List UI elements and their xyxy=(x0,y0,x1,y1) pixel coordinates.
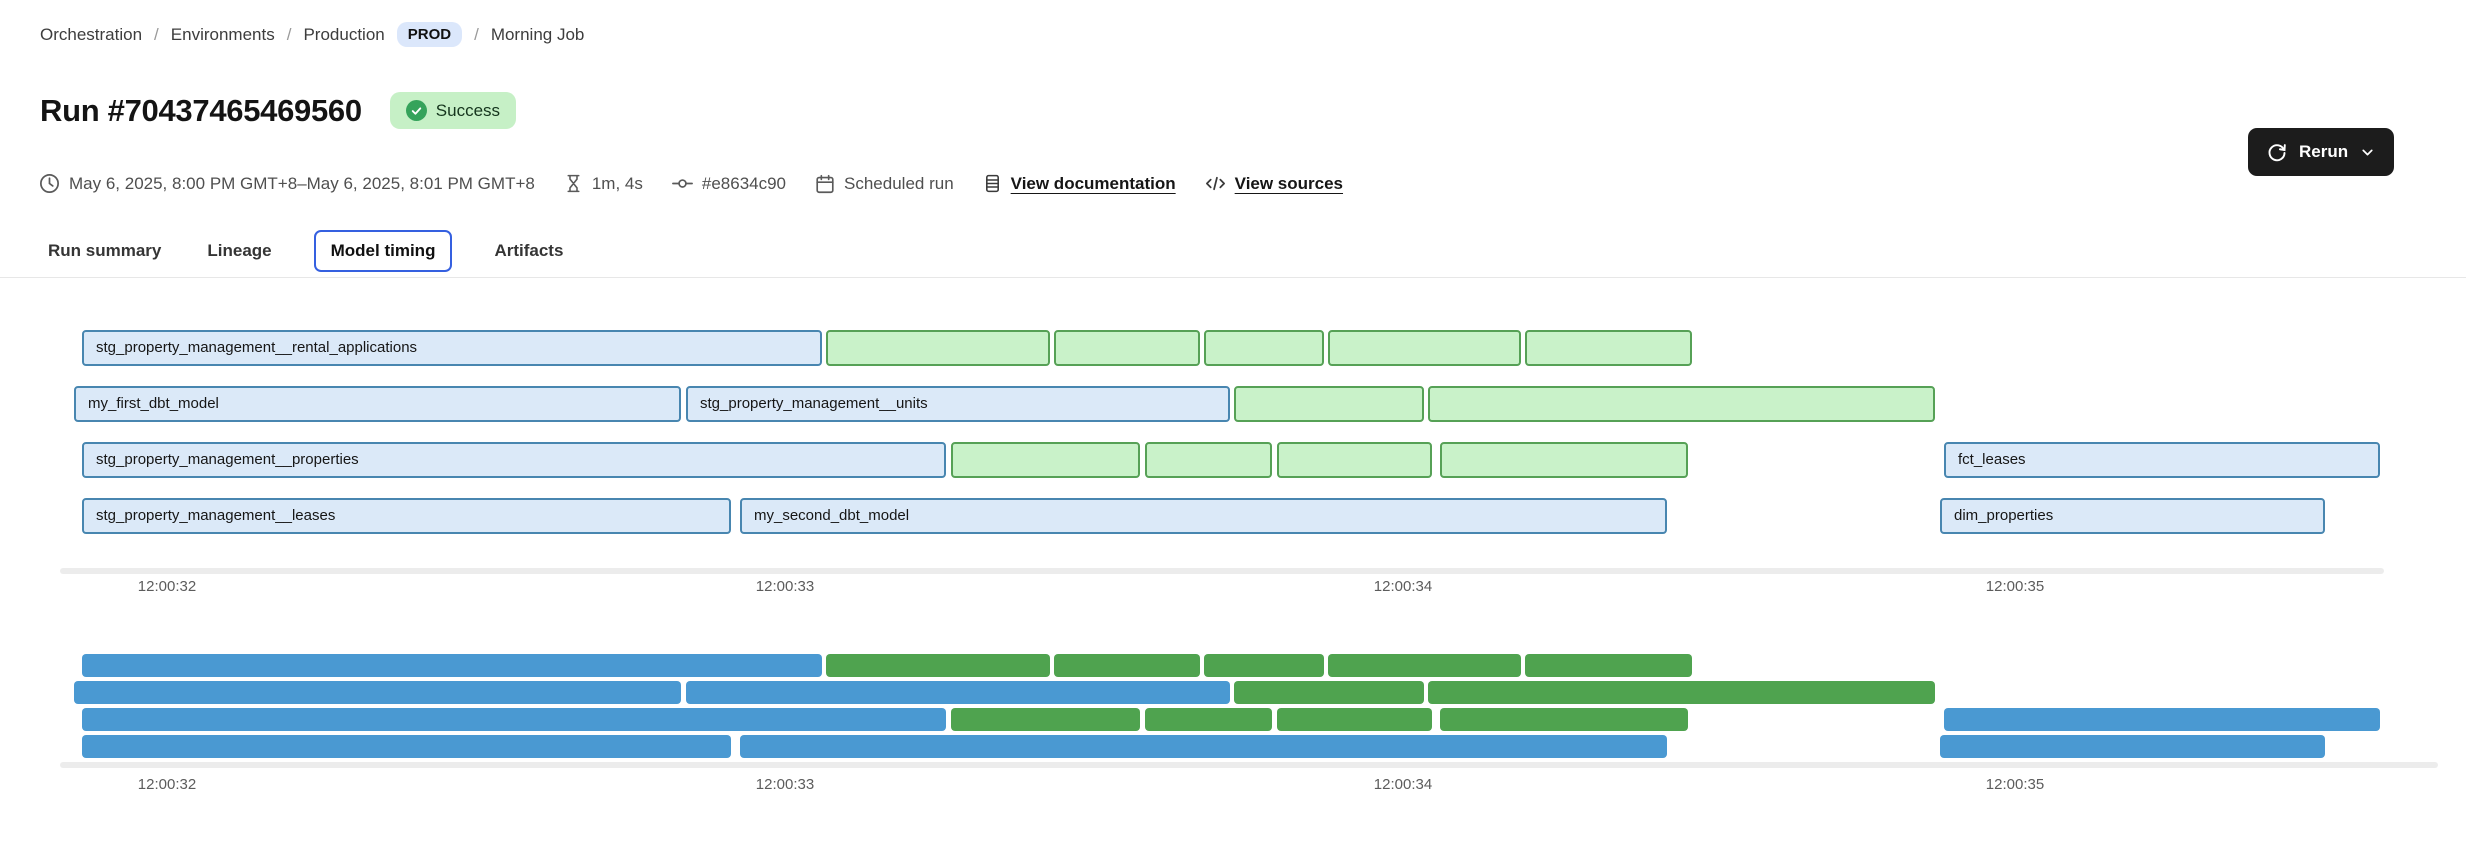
minimap-bar xyxy=(1940,735,2325,758)
minimap-bar xyxy=(1277,708,1432,731)
minimap-bar xyxy=(1525,654,1692,677)
task-bar[interactable] xyxy=(1428,386,1935,422)
breadcrumb-morning-job[interactable]: Morning Job xyxy=(490,24,585,44)
model-bar[interactable]: my_second_dbt_model xyxy=(740,498,1667,534)
trigger-text: Scheduled run xyxy=(844,173,954,193)
minimap-bar xyxy=(1145,708,1272,731)
model-bar[interactable]: fct_leases xyxy=(1944,442,2380,478)
task-bar[interactable] xyxy=(1145,442,1272,478)
model-bar[interactable]: stg_property_management__properties xyxy=(82,442,946,478)
breadcrumb-orchestration[interactable]: Orchestration xyxy=(40,24,143,44)
breadcrumb-separator: / xyxy=(154,24,159,44)
minimap-bar xyxy=(826,654,1050,677)
tab-run-summary[interactable]: Run summary xyxy=(48,241,162,260)
axis-tick-label: 12:00:34 xyxy=(1373,776,1433,793)
axis-tick-label: 12:00:35 xyxy=(1985,776,2045,793)
commit-hash: #e8634c90 xyxy=(701,173,787,193)
minimap-bar xyxy=(1204,654,1324,677)
breadcrumb-environments[interactable]: Environments xyxy=(170,24,275,44)
calendar-icon xyxy=(816,174,834,193)
duration-text: 1m, 4s xyxy=(591,173,643,193)
rerun-button[interactable]: Rerun xyxy=(2248,128,2395,176)
axis-tick-label: 12:00:32 xyxy=(137,776,197,793)
run-meta-row: May 6, 2025, 8:00 PM GMT+8–May 6, 2025, … xyxy=(38,172,1343,195)
view-sources-link[interactable]: View sources xyxy=(1234,173,1344,193)
axis-tick-label: 12:00:35 xyxy=(1985,578,2045,595)
hourglass-icon xyxy=(567,174,580,193)
minimap-bar xyxy=(82,708,946,731)
documentation-meta: View documentation xyxy=(982,173,1176,194)
breadcrumb: Orchestration / Environments / Productio… xyxy=(40,22,584,47)
task-bar[interactable] xyxy=(1328,330,1521,366)
view-documentation-link[interactable]: View documentation xyxy=(1010,173,1176,193)
axis-tick-label: 12:00:33 xyxy=(755,776,815,793)
model-bar[interactable]: dim_properties xyxy=(1940,498,2325,534)
success-check-icon xyxy=(405,100,427,121)
schedule-meta: May 6, 2025, 8:00 PM GMT+8–May 6, 2025, … xyxy=(38,172,535,195)
minimap-bar xyxy=(1944,708,2380,731)
tab-model-timing[interactable]: Model timing xyxy=(313,230,453,272)
document-icon xyxy=(985,174,999,193)
code-icon xyxy=(1205,176,1225,191)
task-bar[interactable] xyxy=(1440,442,1688,478)
duration-meta: 1m, 4s xyxy=(563,173,643,194)
prod-env-badge: PROD xyxy=(396,22,463,47)
axis-tick-label: 12:00:32 xyxy=(137,578,197,595)
task-bar[interactable] xyxy=(826,330,1050,366)
minimap-bar xyxy=(1328,654,1521,677)
refresh-icon xyxy=(2268,144,2286,162)
commit-icon xyxy=(671,179,693,188)
model-bar[interactable]: stg_property_management__units xyxy=(686,386,1230,422)
breadcrumb-separator: / xyxy=(286,24,292,44)
chevron-down-icon xyxy=(2362,149,2373,155)
status-badge-label: Success xyxy=(435,100,501,120)
minimap-bar xyxy=(82,735,731,758)
minimap-bar xyxy=(686,681,1230,704)
minimap-bar xyxy=(1440,708,1688,731)
rerun-button-label: Rerun xyxy=(2299,142,2349,161)
minimap-bar xyxy=(1054,654,1200,677)
minimap-bar xyxy=(1234,681,1424,704)
breadcrumb-separator: / xyxy=(474,24,479,44)
minimap-bar xyxy=(82,654,822,677)
axis-tick-label: 12:00:34 xyxy=(1373,578,1433,595)
model-bar[interactable]: my_first_dbt_model xyxy=(74,386,681,422)
task-bar[interactable] xyxy=(951,442,1140,478)
task-bar[interactable] xyxy=(1277,442,1432,478)
commit-meta: #e8634c90 xyxy=(671,172,786,195)
tab-bar: Run summary Lineage Model timing Artifac… xyxy=(44,226,567,276)
schedule-text: May 6, 2025, 8:00 PM GMT+8–May 6, 2025, … xyxy=(69,173,535,193)
tabs-divider xyxy=(0,277,2466,278)
task-bar[interactable] xyxy=(1054,330,1200,366)
task-bar[interactable] xyxy=(1204,330,1324,366)
sources-meta: View sources xyxy=(1204,172,1343,195)
breadcrumb-production[interactable]: Production xyxy=(303,24,385,44)
minimap-bar xyxy=(740,735,1667,758)
model-bar[interactable]: stg_property_management__rental_applicat… xyxy=(82,330,822,366)
task-bar[interactable] xyxy=(1234,386,1424,422)
axis-tick-label: 12:00:33 xyxy=(755,578,815,595)
tab-lineage[interactable]: Lineage xyxy=(207,241,272,260)
trigger-meta: Scheduled run xyxy=(814,173,954,195)
model-bar[interactable]: stg_property_management__leases xyxy=(82,498,731,534)
tab-artifacts[interactable]: Artifacts xyxy=(494,241,564,260)
task-bar[interactable] xyxy=(1525,330,1692,366)
page-title: Run #70437465469560 xyxy=(40,92,362,128)
minimap-scrollbar[interactable] xyxy=(60,762,2438,768)
status-badge: Success xyxy=(389,92,517,129)
minimap-bar xyxy=(74,681,681,704)
chart-scrollbar[interactable] xyxy=(60,568,2384,574)
minimap-bar xyxy=(1428,681,1935,704)
title-row: Run #70437465469560 Success xyxy=(40,92,517,129)
clock-icon xyxy=(40,174,59,193)
minimap-bar xyxy=(951,708,1140,731)
